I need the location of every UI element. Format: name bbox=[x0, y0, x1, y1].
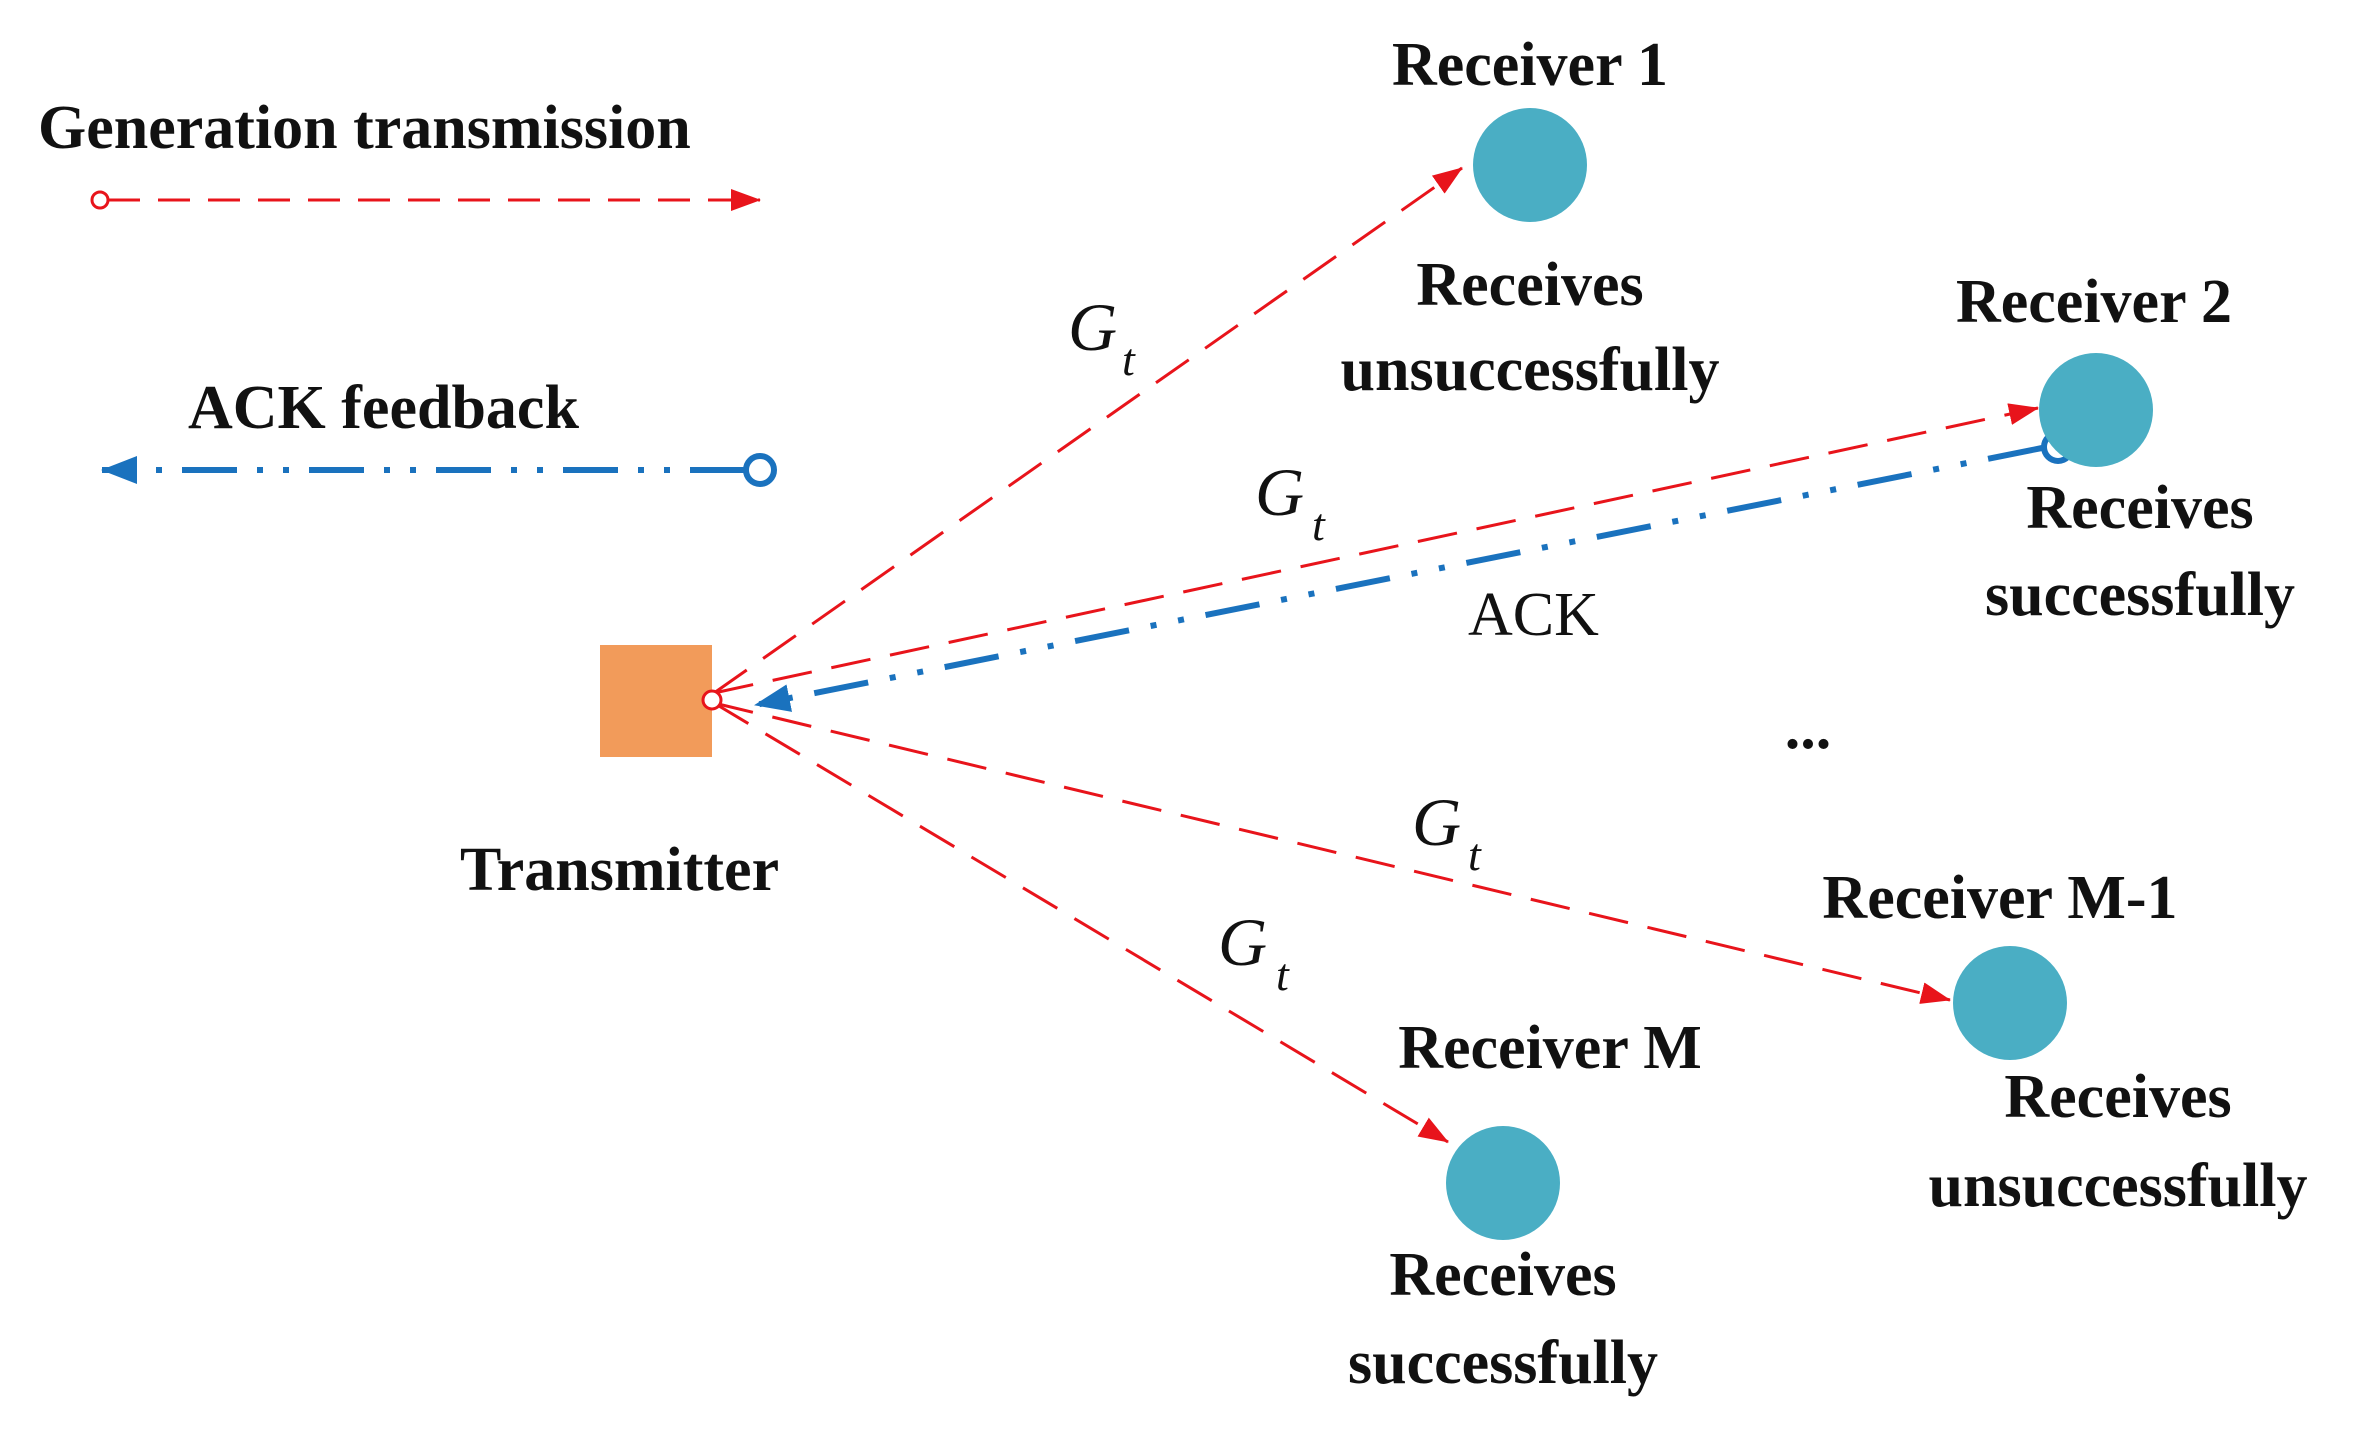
receiver-m-label: Receiver M bbox=[1398, 1014, 1702, 1082]
receiver-2-label: Receiver 2 bbox=[1956, 268, 2232, 336]
ack-link-label: ACK bbox=[1468, 581, 1599, 649]
receiver-m-node bbox=[1446, 1126, 1560, 1240]
receiver-m-1-node bbox=[1953, 946, 2067, 1060]
transmitter-port bbox=[701, 689, 723, 711]
svg-text:G: G bbox=[1218, 904, 1267, 980]
receiver-m-1-status-line2: unsuccessfully bbox=[1929, 1152, 2308, 1220]
receiver-1-status-line2: unsuccessfully bbox=[1341, 336, 1720, 404]
transmitter-label: Transmitter bbox=[460, 836, 779, 904]
link-to-receiver-m-1 bbox=[713, 701, 1951, 1004]
receiver-m-1-label: Receiver M-1 bbox=[1822, 864, 2177, 932]
svg-text:t: t bbox=[1276, 949, 1290, 1000]
legend-generation-line bbox=[90, 189, 761, 211]
gain-label-receiver-2: G t bbox=[1255, 454, 1326, 550]
link-to-receiver-m bbox=[713, 701, 1449, 1144]
legend-generation-label: Generation transmission bbox=[38, 94, 691, 162]
ack-link-from-receiver-2 bbox=[754, 430, 2075, 712]
link-to-receiver-2 bbox=[713, 403, 2039, 695]
svg-text:t: t bbox=[1122, 334, 1136, 385]
receiver-1-node bbox=[1473, 108, 1587, 222]
receiver-2-status-line2: successfully bbox=[1985, 561, 2295, 629]
svg-text:t: t bbox=[1468, 829, 1482, 880]
svg-text:G: G bbox=[1255, 454, 1304, 530]
receiver-2-status-line1: Receives bbox=[2026, 474, 2253, 542]
receiver-m-1-status-line1: Receives bbox=[2004, 1063, 2231, 1131]
receiver-2-node bbox=[2039, 353, 2153, 467]
receiver-m-status-line2: successfully bbox=[1348, 1329, 1658, 1397]
legend-ack-line bbox=[101, 453, 777, 487]
gain-label-receiver-m: G t bbox=[1218, 904, 1290, 1000]
legend-ack-label: ACK feedback bbox=[188, 374, 579, 442]
svg-text:G: G bbox=[1068, 289, 1117, 365]
receiver-1-status-line1: Receives bbox=[1416, 251, 1643, 319]
transmitter-node bbox=[600, 645, 712, 757]
gain-label-receiver-1: G t bbox=[1068, 289, 1136, 385]
svg-text:G: G bbox=[1412, 784, 1461, 860]
ellipsis: ... bbox=[1785, 694, 1832, 762]
receiver-m-status-line1: Receives bbox=[1389, 1241, 1616, 1309]
receiver-1-label: Receiver 1 bbox=[1392, 31, 1668, 99]
gain-label-receiver-m-1: G t bbox=[1412, 784, 1482, 880]
svg-text:t: t bbox=[1312, 499, 1326, 550]
link-to-receiver-1 bbox=[713, 166, 1463, 695]
